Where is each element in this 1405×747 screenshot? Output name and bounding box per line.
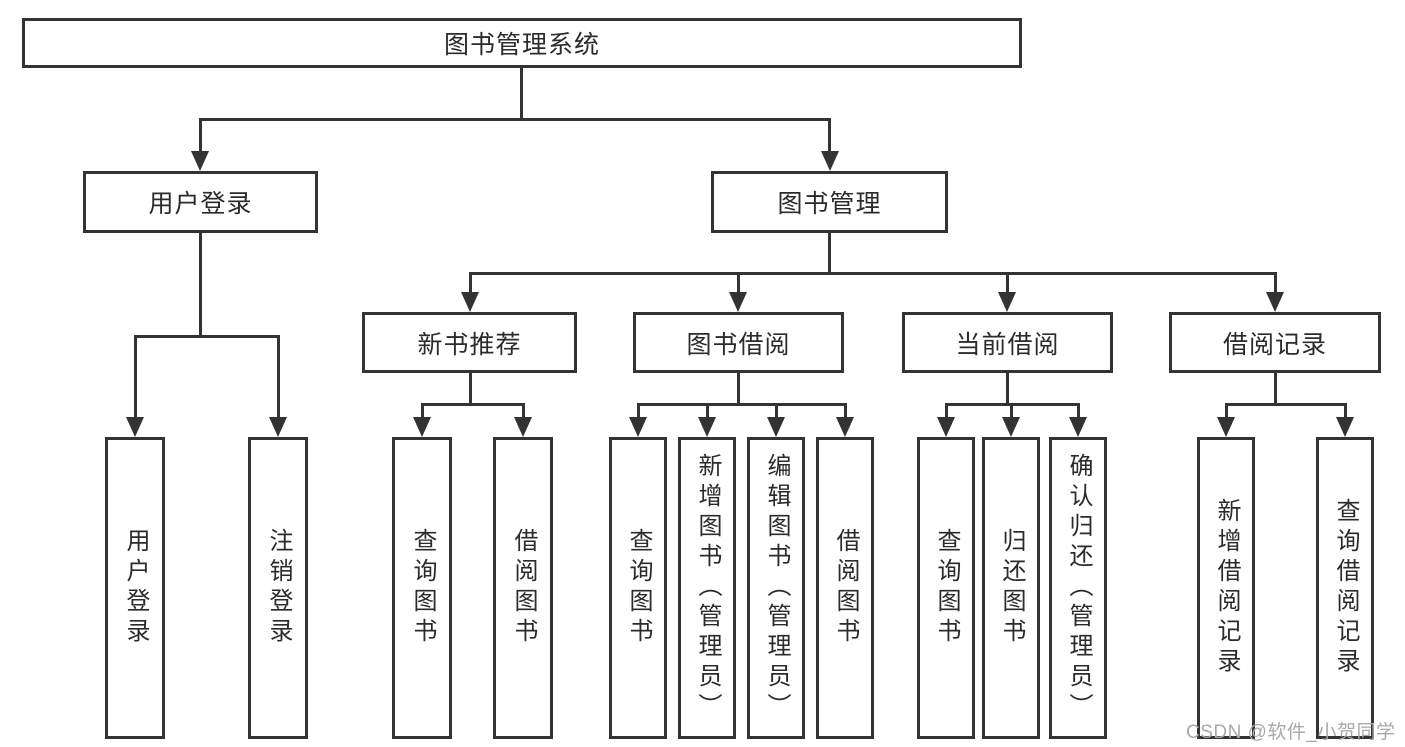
node-leaf-borrow-query-books-label: 查询图书 xyxy=(625,528,652,648)
node-leaf-return-books-label: 归还图书 xyxy=(998,528,1025,648)
arrow-down-icon xyxy=(729,292,747,312)
arrow-down-icon xyxy=(269,417,287,437)
arrow-down-icon xyxy=(821,151,839,171)
arrow-down-icon xyxy=(413,417,431,437)
node-leaf-recommend-query-books-label: 查询图书 xyxy=(409,528,436,648)
connector-line xyxy=(1006,272,1009,294)
node-leaf-edit-books-admin-label: 编辑图书（管理员） xyxy=(763,453,790,723)
node-leaf-edit-books-admin: 编辑图书（管理员） xyxy=(747,437,805,739)
connector-line xyxy=(421,403,524,406)
node-leaf-confirm-return-admin-label: 确认归还（管理员） xyxy=(1065,453,1092,723)
node-borrow-records: 借阅记录 xyxy=(1169,312,1381,373)
connector-line xyxy=(1225,403,1345,406)
node-leaf-borrow-query-books: 查询图书 xyxy=(609,437,667,739)
node-library-system-label: 图书管理系统 xyxy=(443,31,600,59)
node-leaf-borrow-books: 借阅图书 xyxy=(816,437,874,739)
arrow-down-icon xyxy=(461,292,479,312)
arrow-down-icon xyxy=(1266,292,1284,312)
connector-line xyxy=(1344,403,1347,419)
connector-line xyxy=(1077,403,1080,419)
arrow-down-icon xyxy=(698,417,716,437)
arrow-down-icon xyxy=(514,417,532,437)
arrow-down-icon xyxy=(629,417,647,437)
node-leaf-recommend-query-books: 查询图书 xyxy=(392,437,452,739)
node-book-borrow: 图书借阅 xyxy=(633,312,844,373)
node-leaf-current-query-books: 查询图书 xyxy=(917,437,975,739)
connector-line xyxy=(134,335,137,419)
node-leaf-current-query-books-label: 查询图书 xyxy=(933,528,960,648)
connector-line xyxy=(1274,373,1277,406)
connector-line xyxy=(522,403,525,419)
connector-line xyxy=(199,233,202,338)
connector-line xyxy=(1274,272,1277,294)
connector-line xyxy=(737,373,740,406)
node-book-borrow-label: 图书借阅 xyxy=(686,330,791,359)
node-leaf-add-borrow-record-label: 新增借阅记录 xyxy=(1213,498,1240,678)
connector-line xyxy=(637,403,847,406)
connector-line xyxy=(1010,403,1013,419)
arrow-down-icon xyxy=(1069,417,1087,437)
node-borrow-records-label: 借阅记录 xyxy=(1222,330,1327,359)
node-leaf-add-books-admin-label: 新增图书（管理员） xyxy=(694,453,721,723)
arrow-down-icon xyxy=(126,417,144,437)
connector-line xyxy=(520,68,523,118)
connector-line xyxy=(421,403,424,419)
arrow-down-icon xyxy=(836,417,854,437)
node-leaf-add-books-admin: 新增图书（管理员） xyxy=(678,437,736,739)
node-leaf-user-login-label: 用户登录 xyxy=(122,528,149,648)
arrow-down-icon xyxy=(191,151,209,171)
node-new-book-recommend: 新书推荐 xyxy=(362,312,577,373)
connector-line xyxy=(737,272,740,294)
connector-line xyxy=(1006,373,1009,406)
connector-line xyxy=(469,272,472,294)
node-current-borrow-label: 当前借阅 xyxy=(955,330,1060,359)
connector-line xyxy=(775,403,778,419)
arrow-down-icon xyxy=(998,292,1016,312)
node-book-management: 图书管理 xyxy=(711,171,948,233)
connector-line xyxy=(706,403,709,419)
connector-line xyxy=(134,335,280,338)
node-library-system: 图书管理系统 xyxy=(22,18,1022,68)
connector-line xyxy=(945,403,948,419)
connector-line xyxy=(199,118,831,121)
node-new-book-recommend-label: 新书推荐 xyxy=(417,330,522,359)
node-leaf-logout: 注销登录 xyxy=(248,437,308,739)
arrow-down-icon xyxy=(1336,417,1354,437)
csdn-watermark: CSDN @软件_小贺同学 xyxy=(1186,722,1396,743)
node-leaf-return-books: 归还图书 xyxy=(982,437,1040,739)
connector-line xyxy=(828,118,831,153)
node-leaf-query-borrow-record: 查询借阅记录 xyxy=(1316,437,1374,739)
node-leaf-recommend-borrow-books-label: 借阅图书 xyxy=(510,528,537,648)
node-book-management-label: 图书管理 xyxy=(777,190,882,218)
node-leaf-query-borrow-record-label: 查询借阅记录 xyxy=(1332,498,1359,678)
node-leaf-recommend-borrow-books: 借阅图书 xyxy=(493,437,553,739)
connector-line xyxy=(277,335,280,419)
node-current-borrow: 当前借阅 xyxy=(902,312,1113,373)
connector-line xyxy=(469,272,1276,275)
node-leaf-borrow-books-label: 借阅图书 xyxy=(832,528,859,648)
node-leaf-add-borrow-record: 新增借阅记录 xyxy=(1197,437,1255,739)
connector-line xyxy=(637,403,640,419)
node-leaf-confirm-return-admin: 确认归还（管理员） xyxy=(1049,437,1107,739)
node-user-login-label: 用户登录 xyxy=(148,190,253,218)
arrow-down-icon xyxy=(1217,417,1235,437)
node-leaf-logout-label: 注销登录 xyxy=(265,528,292,648)
connector-line xyxy=(844,403,847,419)
connector-line xyxy=(469,373,472,406)
connector-line xyxy=(1225,403,1228,419)
arrow-down-icon xyxy=(1002,417,1020,437)
connector-line xyxy=(828,233,831,275)
connector-line xyxy=(199,118,202,153)
arrow-down-icon xyxy=(767,417,785,437)
arrow-down-icon xyxy=(937,417,955,437)
node-user-login: 用户登录 xyxy=(83,171,318,233)
node-leaf-user-login: 用户登录 xyxy=(105,437,165,739)
